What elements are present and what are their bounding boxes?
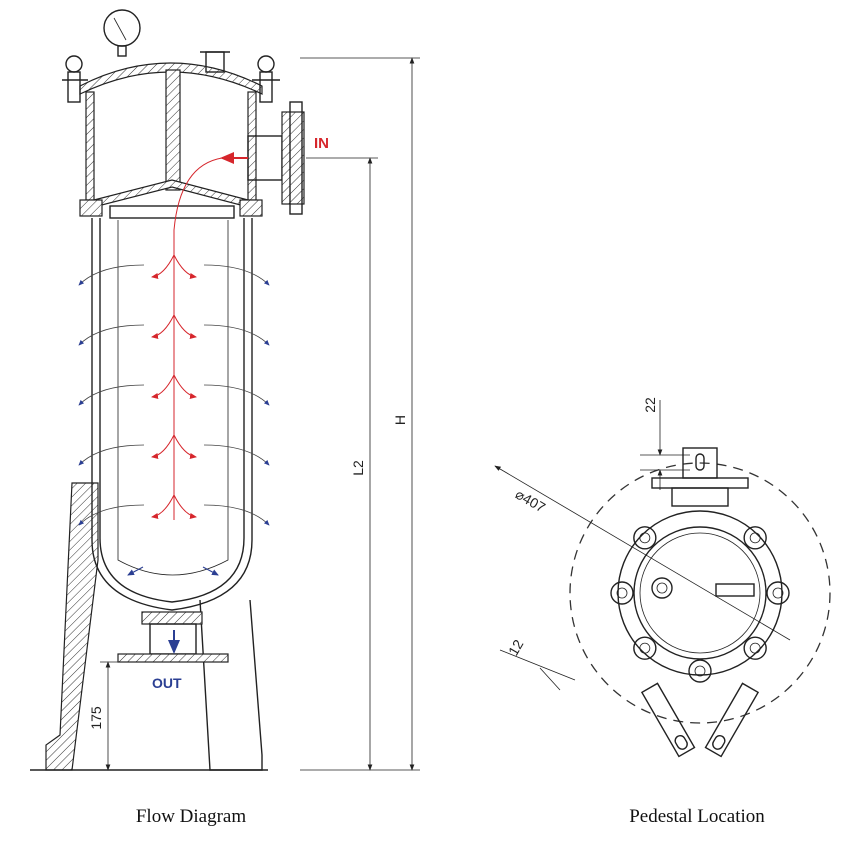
bolt-hole	[694, 665, 706, 677]
inflow-branch-arrow	[173, 374, 197, 399]
bolt-lug	[688, 659, 712, 683]
right-pedestal-leg	[704, 682, 760, 758]
inflow-branch-arrow	[151, 254, 175, 279]
outflow-branch-arrow	[203, 324, 270, 346]
outflow-branch-arrow	[78, 384, 145, 406]
bolt-lug	[766, 581, 790, 605]
outflow-branch-arrow	[203, 384, 270, 406]
inflow-branch-arrow	[151, 314, 175, 339]
outflow-branch-arrow	[78, 264, 145, 286]
inflow-branch-arrow	[173, 254, 197, 279]
outlet-label: OUT	[152, 675, 182, 691]
dim-pedestal-diameter: ⌀407	[513, 486, 549, 516]
lid	[79, 62, 263, 95]
caption-pedestal-location: Pedestal Location	[629, 806, 765, 827]
outflow-branch-arrow	[203, 444, 270, 466]
flow-branches	[78, 254, 270, 576]
bolt-lug	[633, 526, 657, 550]
dim-inlet-height: L2	[350, 460, 366, 476]
left-pedestal-leg	[640, 682, 696, 758]
inflow-branch-arrow	[151, 494, 175, 519]
center-leg	[199, 599, 263, 771]
outflow-bottom-arrow	[202, 566, 219, 576]
upper-wall-left	[85, 91, 95, 201]
pedestal-circle	[569, 462, 831, 724]
pressure-gauge	[103, 9, 141, 57]
bolt-lug	[633, 636, 657, 660]
dim-outlet-height: 175	[88, 706, 104, 730]
outflow-branch-arrow	[78, 444, 145, 466]
flow-diagram: IN OUT H L2 175 Flow Diagram	[30, 9, 420, 827]
inflow-arrows	[173, 152, 248, 520]
inflow-branch-arrow	[173, 494, 197, 519]
dimension-lines	[100, 57, 420, 771]
top-mount	[651, 447, 749, 507]
outflow-bottom-arrow	[127, 566, 144, 576]
outflow-branch-arrow	[203, 504, 270, 526]
bolt-hole	[749, 532, 761, 544]
bolt-lug	[743, 636, 767, 660]
bolt-lug	[743, 526, 767, 550]
outlet-port	[117, 611, 229, 663]
bolt-hole	[639, 642, 651, 654]
upper-wall-right	[247, 91, 257, 201]
inlet-label: IN	[314, 135, 329, 152]
dim-leg-width: 12	[505, 637, 527, 659]
outflow-branch-arrow	[78, 504, 145, 526]
inflow-branch-arrow	[173, 434, 197, 459]
outflow-branch-arrow	[203, 264, 270, 286]
bolt-hole	[639, 532, 651, 544]
outflow-branch-arrow	[78, 324, 145, 346]
bolt-lug	[610, 581, 634, 605]
bolt-hole	[772, 587, 784, 599]
housing-body	[91, 218, 253, 611]
filter-bag	[117, 220, 229, 576]
inflow-branch-arrow	[173, 314, 197, 339]
bolt-hole	[749, 642, 761, 654]
inflow-branch-arrow	[151, 374, 175, 399]
lid-clamp-left	[62, 55, 88, 103]
pedestal-location: ⌀407 22 12 Pedestal Location	[494, 397, 831, 827]
inlet-flange	[247, 101, 305, 215]
caption-flow-diagram: Flow Diagram	[136, 806, 247, 827]
lid-clamp-right	[252, 55, 280, 103]
dim-height: H	[392, 415, 408, 425]
bolt-lugs	[610, 526, 790, 683]
dim-top-offset: 22	[642, 397, 658, 413]
inflow-branch-arrow	[151, 434, 175, 459]
bolt-hole	[616, 587, 628, 599]
